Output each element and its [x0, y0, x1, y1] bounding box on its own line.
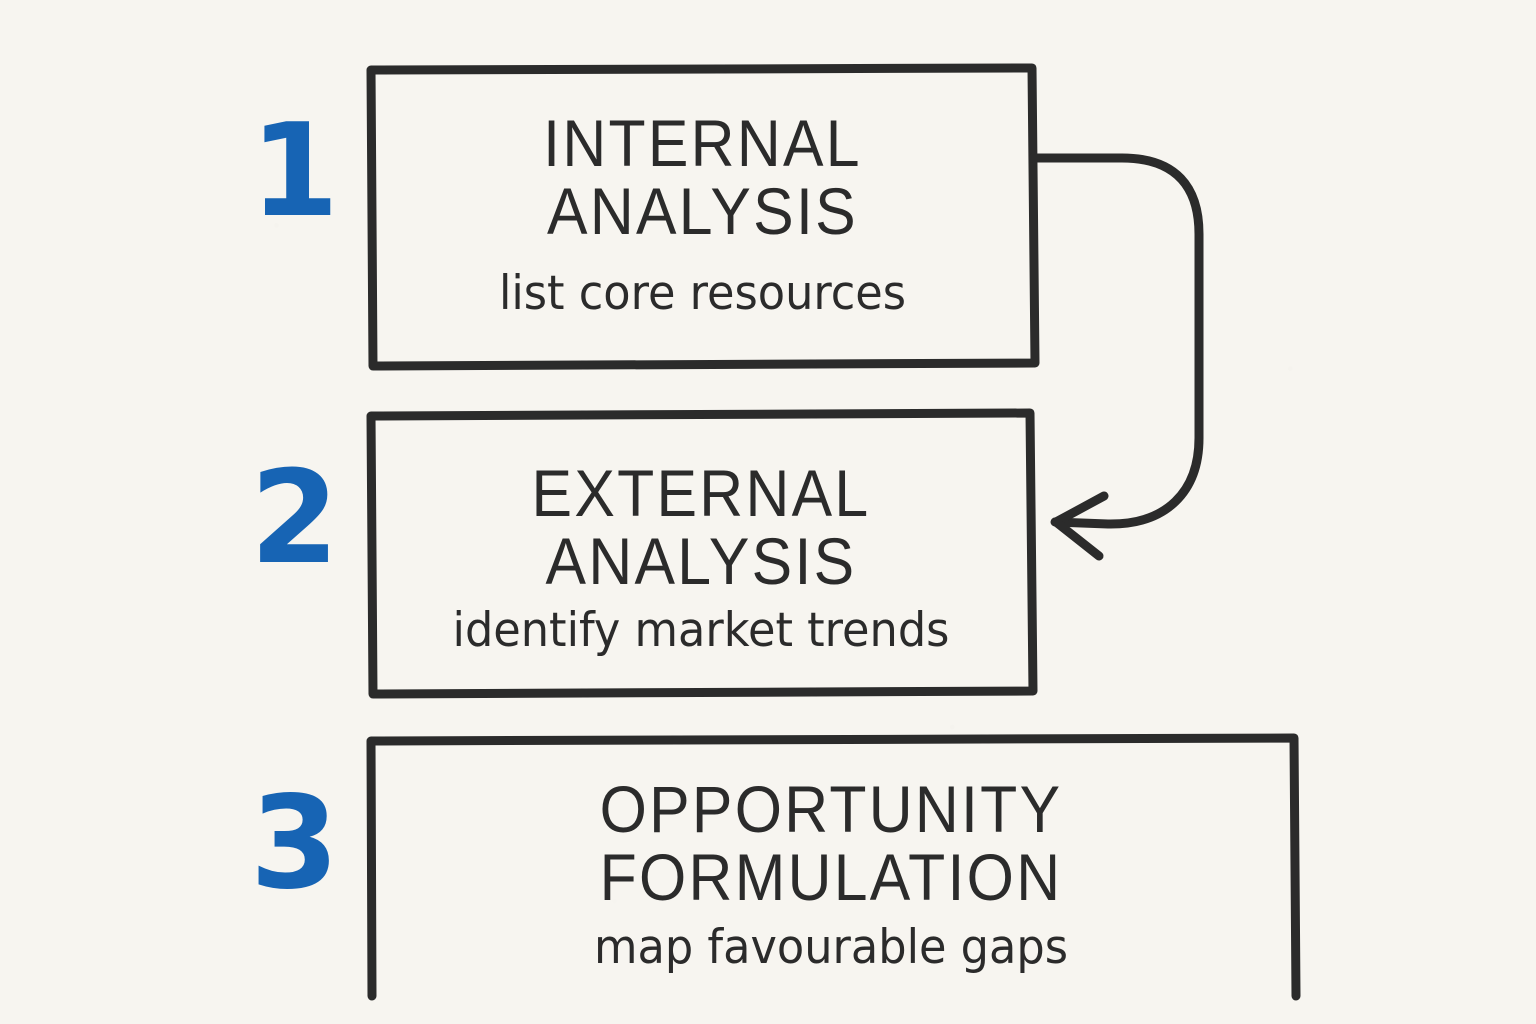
step-box-3-title-line-1: OPPORTUNITY [599, 772, 1063, 846]
step-number-1: 1 [250, 97, 339, 246]
step-box-2-title-line-2: ANALYSIS [545, 523, 857, 598]
feedback-loop-arrow-path [1028, 153, 1204, 529]
step-box-2-subtitle: identify market trends [452, 603, 950, 658]
step-box-1-title-line-1: INTERNAL [543, 106, 862, 180]
step-number-3: 3 [250, 769, 339, 918]
step-box-2-title-line-1: EXTERNAL [531, 456, 871, 530]
feedback-loop-arrowhead-lower [1051, 517, 1104, 561]
step-box-2[interactable] [364, 406, 1044, 701]
step-box-3-subtitle: map favourable gaps [594, 920, 1068, 975]
feedback-loop-arrowhead-upper [1051, 491, 1109, 527]
step-box-2-title: EXTERNAL ANALYSIS [396, 456, 1005, 598]
step-box-3[interactable] [364, 730, 1304, 1024]
step-box-1-subtitle: list core resources [498, 266, 907, 321]
step-box-1-title-line-2: ANALYSIS [547, 173, 858, 248]
step-number-2: 2 [250, 444, 339, 593]
step-box-3-outline [366, 733, 1301, 1001]
step-box-1-title: INTERNAL ANALYSIS [397, 106, 1009, 248]
step-box-3-title: OPPORTUNITY FORMULATION [407, 772, 1255, 914]
step-box-3-title-line-2: FORMULATION [599, 839, 1063, 914]
step-box-2-outline [366, 408, 1038, 699]
